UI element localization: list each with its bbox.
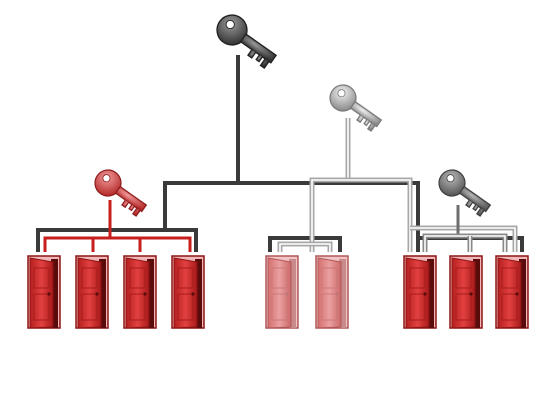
doors-layer <box>27 255 529 329</box>
silver-right-group-line <box>410 225 518 252</box>
connection-lines <box>36 55 524 252</box>
silver-middle-group-line <box>277 241 333 252</box>
gray-group-bar-line <box>422 233 508 252</box>
door-icon <box>27 255 61 329</box>
keys-layer <box>94 14 492 217</box>
master-left-group-line <box>36 228 198 252</box>
silver-distribution-line <box>309 177 413 252</box>
door-3 <box>123 255 157 329</box>
door-4 <box>171 255 205 329</box>
door-1 <box>265 255 299 329</box>
door-icon <box>449 255 483 329</box>
door-3 <box>495 255 529 329</box>
door-icon <box>75 255 109 329</box>
door-icon <box>403 255 437 329</box>
middle-door-group <box>265 255 349 329</box>
door-1 <box>27 255 61 329</box>
master-key <box>216 14 278 70</box>
door-2 <box>449 255 483 329</box>
red-group-key <box>94 169 148 217</box>
left-door-group <box>27 255 205 329</box>
door-icon <box>123 255 157 329</box>
door-2 <box>315 255 349 329</box>
right-door-group <box>403 255 529 329</box>
door-icon <box>171 255 205 329</box>
door-icon <box>495 255 529 329</box>
red-group-bar-line <box>43 236 192 252</box>
door-icon <box>315 255 349 329</box>
door-icon <box>265 255 299 329</box>
gray-group-key <box>438 169 492 217</box>
master-middle-group-line <box>268 236 342 252</box>
silver-sub-master-key <box>329 84 383 132</box>
master-distribution-line <box>163 181 420 252</box>
key-icon <box>216 14 278 70</box>
key-icon <box>438 169 492 217</box>
door-1 <box>403 255 437 329</box>
key-icon <box>329 84 383 132</box>
door-2 <box>75 255 109 329</box>
key-icon <box>94 169 148 217</box>
